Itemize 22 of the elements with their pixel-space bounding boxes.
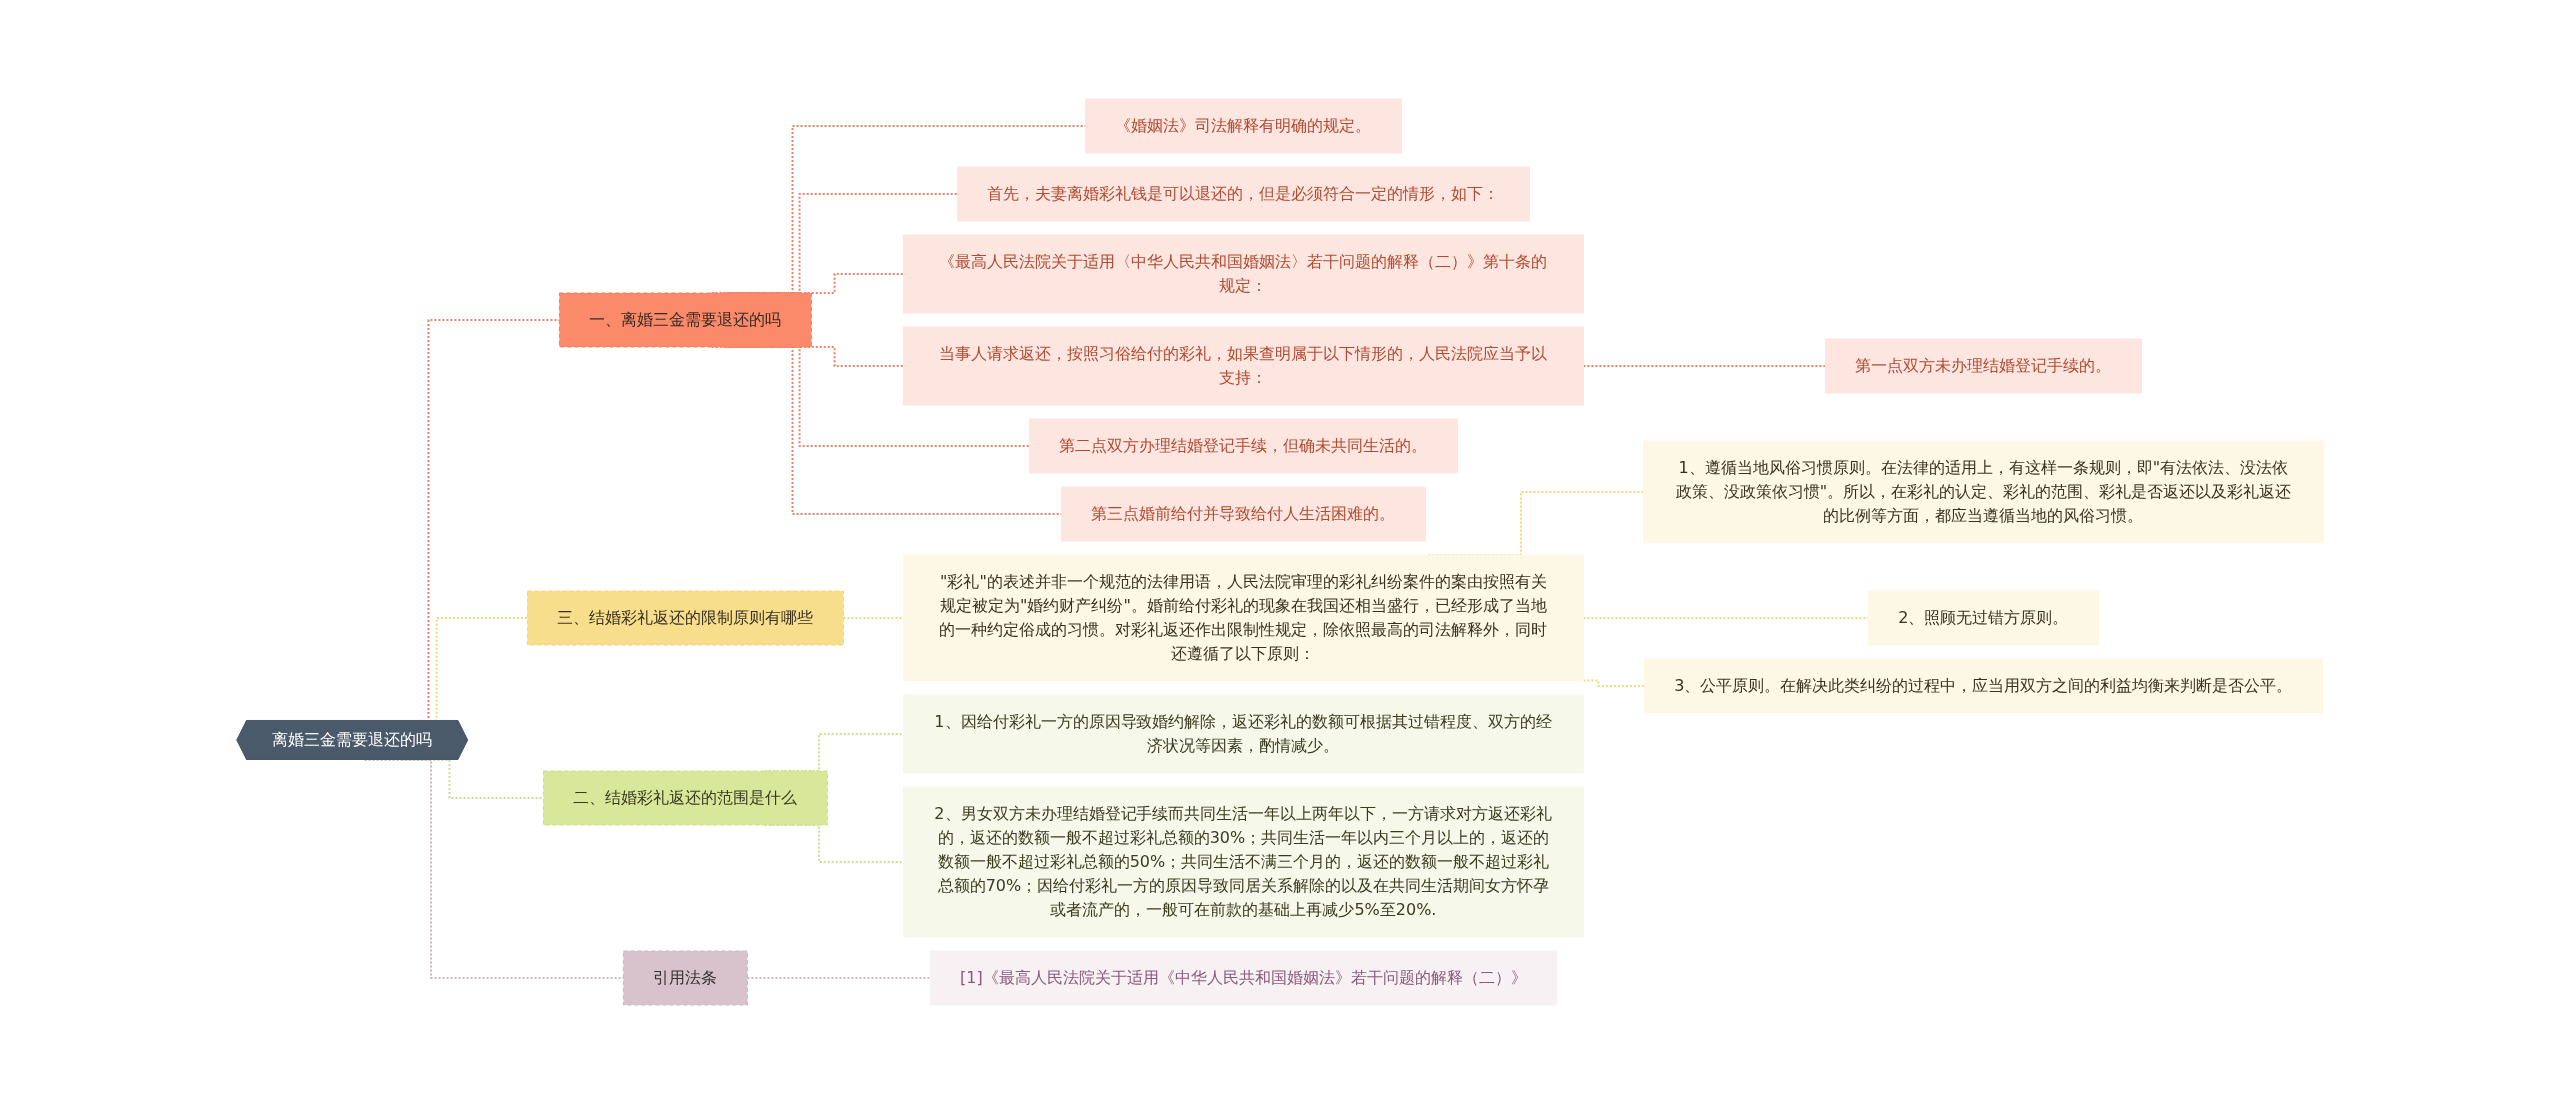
connector <box>746 976 931 979</box>
node-box: 二、结婚彩礼返还的范围是什么 <box>542 770 828 825</box>
connector <box>1582 679 1646 687</box>
node-box: 引用法条 <box>622 950 748 1005</box>
node-box: 2、男女双方未办理结婚登记手续而共同生活一年以上两年以下，一方请求对方返还彩礼的，返还的数额一般不超过彩礼总额的30%；共同生活一年以内三个月以上的，返还的数额一般不超过彩礼总额的50%；共同生活不满三个月的，返还的数额一般不超过彩礼总额的70%；因给付彩礼一方的原因导致同居关系解除的以及在共同生活期间女方怀孕或者流产的，一般可在前款的基础上再减少5%至20%. <box>902 786 1584 937</box>
node-box: 《最高人民法院关于适用〈中华人民共和国婚姻法〉若干问题的解释（二）》第十条的规定： <box>902 234 1584 313</box>
node-box: 一、离婚三金需要退还的吗 <box>558 292 812 347</box>
node-box: 1、遵循当地风俗习惯原则。在法律的适用上，有这样一条规则，即"有法依法、没法依政策、没政策依习惯"。所以，在彩礼的认定、彩礼的范围、彩礼是否返还以及彩礼返还的比例等方面，都应当遵循当地的风俗习惯。 <box>1642 440 2324 543</box>
connector <box>1582 364 1827 367</box>
node-box: 第三点婚前给付并导致给付人生活困难的。 <box>1060 486 1426 541</box>
connector <box>400 758 545 799</box>
node-box: 三、结婚彩礼返还的限制原则有哪些 <box>526 590 844 645</box>
node-box: 第二点双方办理结婚登记手续，但确未共同生活的。 <box>1028 418 1458 473</box>
node-box: 2、照顾无过错方原则。 <box>1867 590 2099 645</box>
node-box: 首先，夫妻离婚彩礼钱是可以退还的，但是必须符合一定的情形，如下： <box>956 166 1530 221</box>
node-box: 第一点双方未办理结婚登记手续的。 <box>1824 338 2142 393</box>
node-box: 1、因给付彩礼一方的原因导致婚约解除，返还彩礼的数额可根据其过错程度、双方的经济状况等因素，酌情减少。 <box>902 694 1584 773</box>
node-box: 《婚姻法》司法解释有明确的规定。 <box>1084 98 1402 153</box>
node-box: "彩礼"的表述并非一个规范的法律用语，人民法院审理的彩礼纠纷案件的案由按照有关规定被定为"婚约财产纠纷"。婚前给付彩礼的现象在我国还相当盛行，已经形成了当地的一种约定俗成的习惯。对彩礼返还作出限制性规定，除依照最高的司法解释外，同时还遵循了以下原则： <box>902 554 1584 681</box>
node-box: 3、公平原则。在解决此类纠纷的过程中，应当用双方之间的利益均衡来判断是否公平。 <box>1643 658 2323 713</box>
node-box: 当事人请求返还，按照习俗给付的彩礼，如果查明属于以下情形的，人民法院应当予以支持： <box>902 326 1584 405</box>
node-box: [1]《最高人民法院关于适用《中华人民共和国婚姻法》若干问题的解释（二）》 <box>929 950 1558 1005</box>
